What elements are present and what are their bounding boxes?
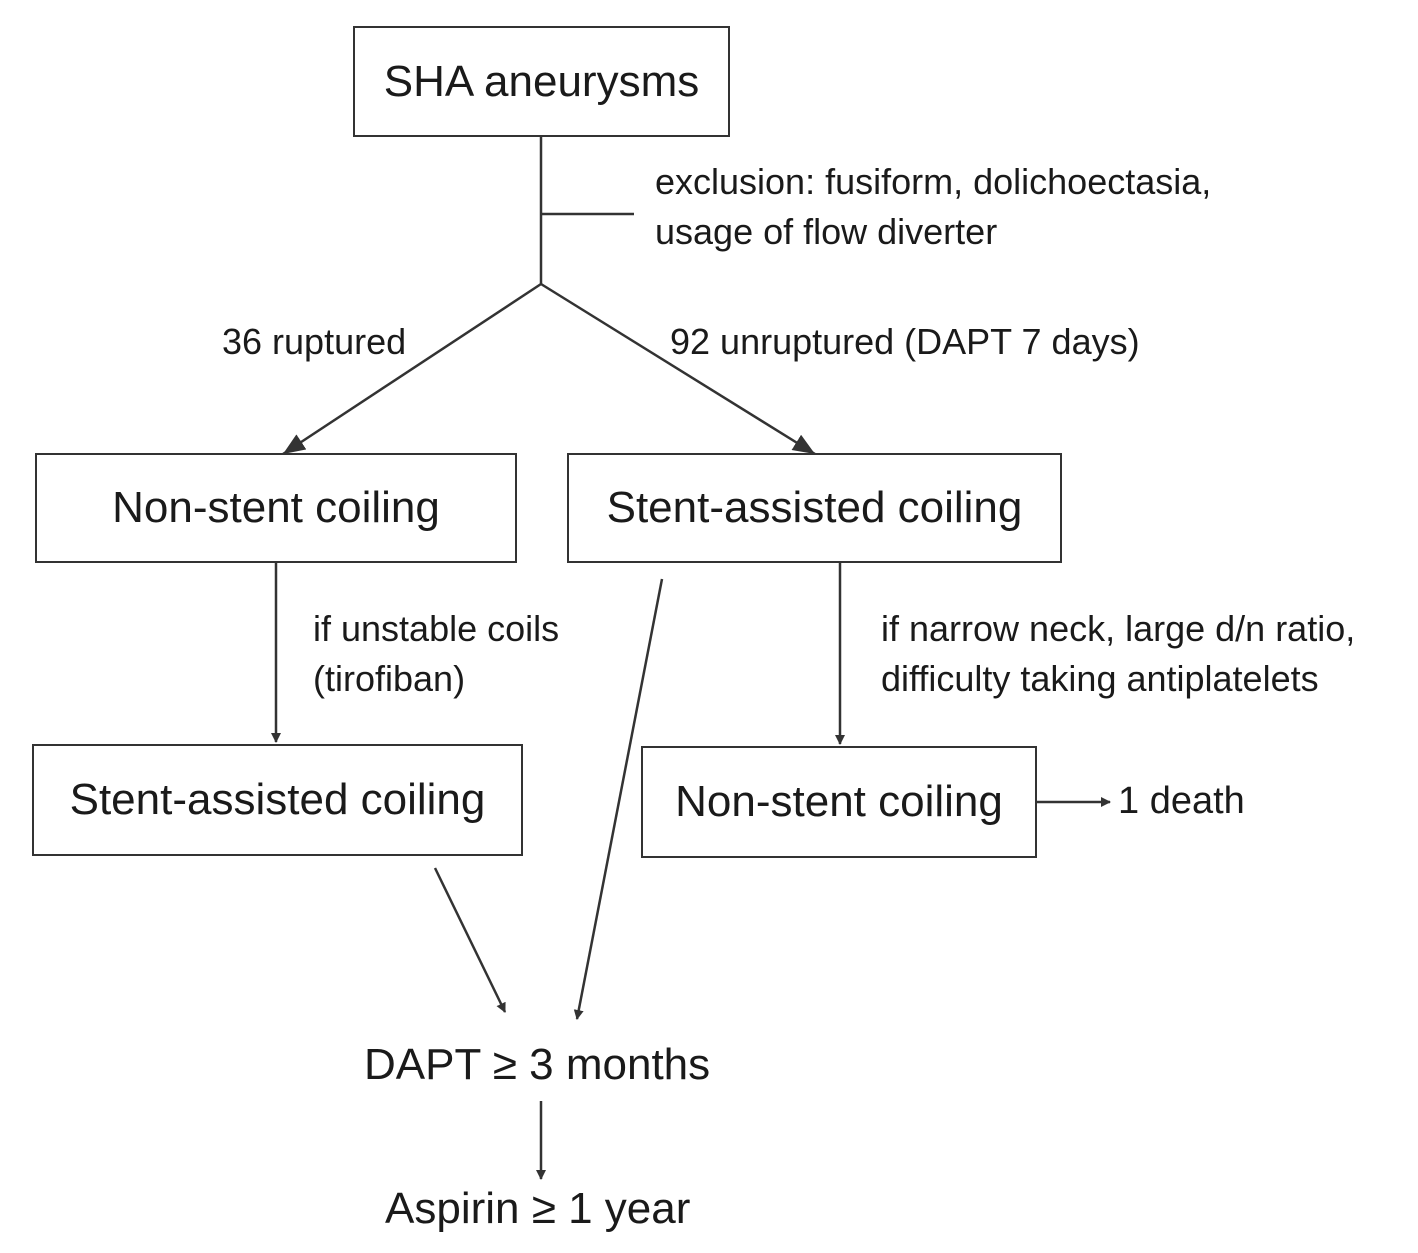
ruptured-arrow <box>282 282 542 456</box>
non-stent-coiling-node-right: Non-stent coiling <box>641 746 1037 858</box>
exclusion-label: exclusion: fusiform, dolichoectasia, usa… <box>655 157 1211 257</box>
right-to-dapt-arrow <box>573 578 664 1020</box>
unruptured-label: 92 unruptured (DAPT 7 days) <box>670 321 1140 362</box>
death-label: 1 death <box>1118 780 1245 822</box>
exclusion-label-line2: usage of flow diverter <box>655 211 998 252</box>
left-to-dapt-arrow <box>433 867 507 1013</box>
stent-assisted-coiling-node-left: Stent-assisted coiling <box>32 744 523 856</box>
non-stent-coiling-node-left: Non-stent coiling <box>35 453 517 563</box>
stent-assisted-coiling-node-right: Stent-assisted coiling <box>567 453 1062 563</box>
narrow-neck-line1: if narrow neck, large d/n ratio, <box>881 608 1356 649</box>
unstable-coils-label: if unstable coils (tirofiban) <box>313 604 559 704</box>
ruptured-label: 36 ruptured <box>222 321 407 362</box>
exclusion-label-line1: exclusion: fusiform, dolichoectasia, <box>655 161 1212 202</box>
unstable-coils-line2: (tirofiban) <box>313 658 466 699</box>
unruptured-arrow <box>540 282 816 456</box>
narrow-neck-label: if narrow neck, large d/n ratio, difficu… <box>881 604 1355 704</box>
dapt-node: DAPT ≥ 3 months <box>364 1040 711 1089</box>
aspirin-node: Aspirin ≥ 1 year <box>385 1184 691 1233</box>
unstable-coils-line1: if unstable coils <box>313 608 560 649</box>
narrow-neck-line2: difficulty taking antiplatelets <box>881 658 1319 699</box>
sha-aneurysms-node: SHA aneurysms <box>353 26 730 137</box>
